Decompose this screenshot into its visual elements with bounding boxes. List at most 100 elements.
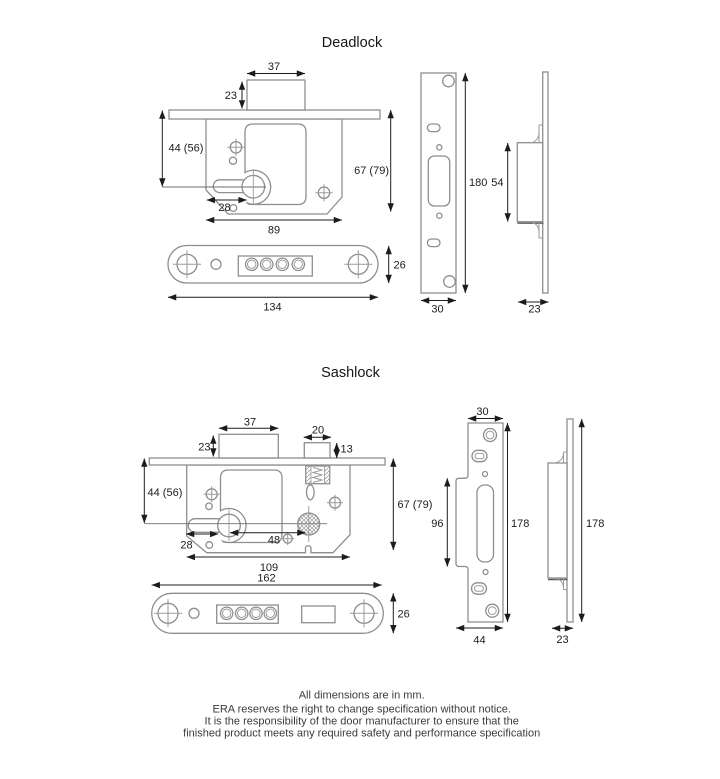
deadlock-forend-strip <box>168 109 381 120</box>
deadlock-side-forend <box>542 71 549 294</box>
sashlock-inner-contour <box>219 469 283 544</box>
sashlock-strike-cutout <box>476 484 495 563</box>
sashlock-screw-right <box>327 494 343 511</box>
sashlock-strike-plate-view: 30 96 178 44 <box>431 406 529 647</box>
dim-deadlock-strike-width: 30 <box>431 304 443 316</box>
sashlock-strike-outline <box>455 422 504 623</box>
sashlock-strike-hole-top-inner <box>485 430 495 440</box>
dim-deadlock-case-height: 67 (79) <box>354 165 389 177</box>
deadlock-section: Deadlock 37 <box>159 35 549 316</box>
sashlock-body-view: 37 23 20 13 44 (56) 67 (79) 28 48 109 16… <box>141 417 433 589</box>
dim-sashlock-case-height: 67 (79) <box>398 499 433 511</box>
sashlock-side-case <box>547 462 568 579</box>
dim-sashlock-side-depth: 23 <box>556 634 568 646</box>
deadlock-pin-hole-lower <box>229 203 238 213</box>
sashlock-pin-hole-lower <box>205 541 214 549</box>
sashlock-strike-slot-top-inner <box>474 452 485 460</box>
dim-deadlock-strike-height: 180 <box>469 177 487 189</box>
sashlock-latch-aperture <box>301 605 336 624</box>
deadlock-strike-outline <box>420 72 457 294</box>
deadlock-side-case <box>516 142 544 223</box>
deadlock-strike-slot-top <box>426 123 441 133</box>
dim-sashlock-latch-width: 20 <box>312 425 324 437</box>
dim-deadlock-faceplate-length: 134 <box>263 302 281 314</box>
dim-sashlock-bolt-width: 37 <box>244 417 256 429</box>
sashlock-bolt-pins <box>219 606 278 621</box>
dim-deadlock-bolt-width: 37 <box>268 61 280 73</box>
sashlock-forend-strip <box>148 457 386 466</box>
sashlock-strike-hole-bottom-inner <box>487 606 497 616</box>
deadlock-strike-plate-view: 180 30 <box>420 72 487 316</box>
dim-deadlock-faceplate-height: 26 <box>394 260 406 272</box>
sashlock-side-clip-bottom <box>553 577 567 590</box>
dim-deadlock-case-depth: 54 <box>491 177 503 189</box>
dim-deadlock-keyhole-offset: 28 <box>218 202 230 214</box>
dim-deadlock-backset: 44 (56) <box>169 143 204 155</box>
deadlock-strike-hole-bottom <box>443 275 456 288</box>
dim-sashlock-spindle-offset: 48 <box>268 535 280 547</box>
sashlock-faceplate-hole <box>188 607 200 619</box>
footer-line-2: ERA reserves the right to change specifi… <box>213 704 511 716</box>
sashlock-strike-slot-bottom-inner <box>474 585 484 592</box>
sashlock-strike-slot-top <box>471 449 488 463</box>
deadlock-strike-cutout <box>427 155 451 207</box>
deadlock-bolt-pins <box>244 257 306 272</box>
sashlock-side-view: 178 23 <box>547 418 604 646</box>
dim-sashlock-strike-width-top: 30 <box>476 406 488 418</box>
sashlock-strike-slot-bottom <box>470 582 488 595</box>
footer-line-3: It is the responsibility of the door man… <box>205 716 519 728</box>
sashlock-latchbolt-shape <box>303 442 331 459</box>
dim-sashlock-side-height: 178 <box>586 518 604 530</box>
deadlock-screw-right <box>315 184 333 202</box>
deadlock-title: Deadlock <box>322 35 383 51</box>
footer-notes: All dimensions are in mm. ERA reserves t… <box>183 690 540 740</box>
deadlock-faceplate-hole <box>210 258 222 270</box>
sashlock-faceplate-outline <box>151 592 384 634</box>
dim-sashlock-strike-box-height: 96 <box>431 518 443 530</box>
dim-sashlock-case-width: 109 <box>260 562 278 574</box>
sashlock-faceplate-screw-right <box>350 599 378 628</box>
deadlock-strike-hole-top <box>442 74 455 88</box>
sashlock-side-clip-top <box>553 451 567 464</box>
deadlock-strike-pin-bottom <box>436 212 443 219</box>
sashlock-slot-hole <box>305 484 315 501</box>
deadlock-strike-slot-bottom <box>426 238 441 248</box>
dim-sashlock-backset: 44 (56) <box>148 487 183 499</box>
dim-sashlock-overall-length: 162 <box>257 573 275 585</box>
sashlock-strike-hole-bottom <box>485 603 500 618</box>
sashlock-deadbolt-shape <box>218 433 279 459</box>
sashlock-strike-pin-bottom <box>482 568 489 576</box>
sashlock-latch-spring <box>305 465 331 485</box>
deadlock-faceplate-view: 26 134 <box>167 244 406 314</box>
deadlock-inner-contour <box>244 123 307 206</box>
sashlock-strike-hole-top <box>482 427 498 443</box>
deadlock-bolt-shape <box>246 79 306 111</box>
dim-deadlock-side-depth: 23 <box>528 304 540 316</box>
sashlock-side-forend <box>566 418 574 623</box>
dim-sashlock-latch-height: 13 <box>341 444 353 456</box>
dim-sashlock-faceplate-height: 26 <box>398 609 410 621</box>
sashlock-section: Sashlock <box>141 365 604 647</box>
dim-deadlock-bolt-height: 23 <box>225 90 237 102</box>
dim-sashlock-strike-height: 178 <box>511 518 529 530</box>
dim-sashlock-strike-width-bottom: 44 <box>473 635 485 647</box>
sashlock-bolt-aperture <box>216 604 279 624</box>
deadlock-body-view: 37 23 44 (56) 67 (79) 28 89 <box>159 61 394 237</box>
footer-line-4: finished product meets any required safe… <box>183 728 540 740</box>
dim-sashlock-keyhole-offset: 28 <box>180 540 192 552</box>
deadlock-side-clip-bottom <box>528 221 543 239</box>
footer-line-1: All dimensions are in mm. <box>299 690 425 702</box>
deadlock-faceplate-screw-right <box>344 250 373 279</box>
sashlock-faceplate-view: 26 <box>151 592 410 634</box>
deadlock-side-clip-top <box>528 124 543 144</box>
deadlock-screw-left <box>227 138 245 156</box>
deadlock-pin-hole-upper <box>228 156 238 165</box>
deadlock-side-view: 54 23 <box>491 71 549 316</box>
deadlock-strike-pin-top <box>436 144 443 151</box>
deadlock-bolt-aperture <box>237 255 313 277</box>
sashlock-faceplate-screw-left <box>154 599 182 628</box>
deadlock-faceplate-screw-left <box>173 250 201 279</box>
sashlock-pin-hole-upper <box>205 502 213 511</box>
